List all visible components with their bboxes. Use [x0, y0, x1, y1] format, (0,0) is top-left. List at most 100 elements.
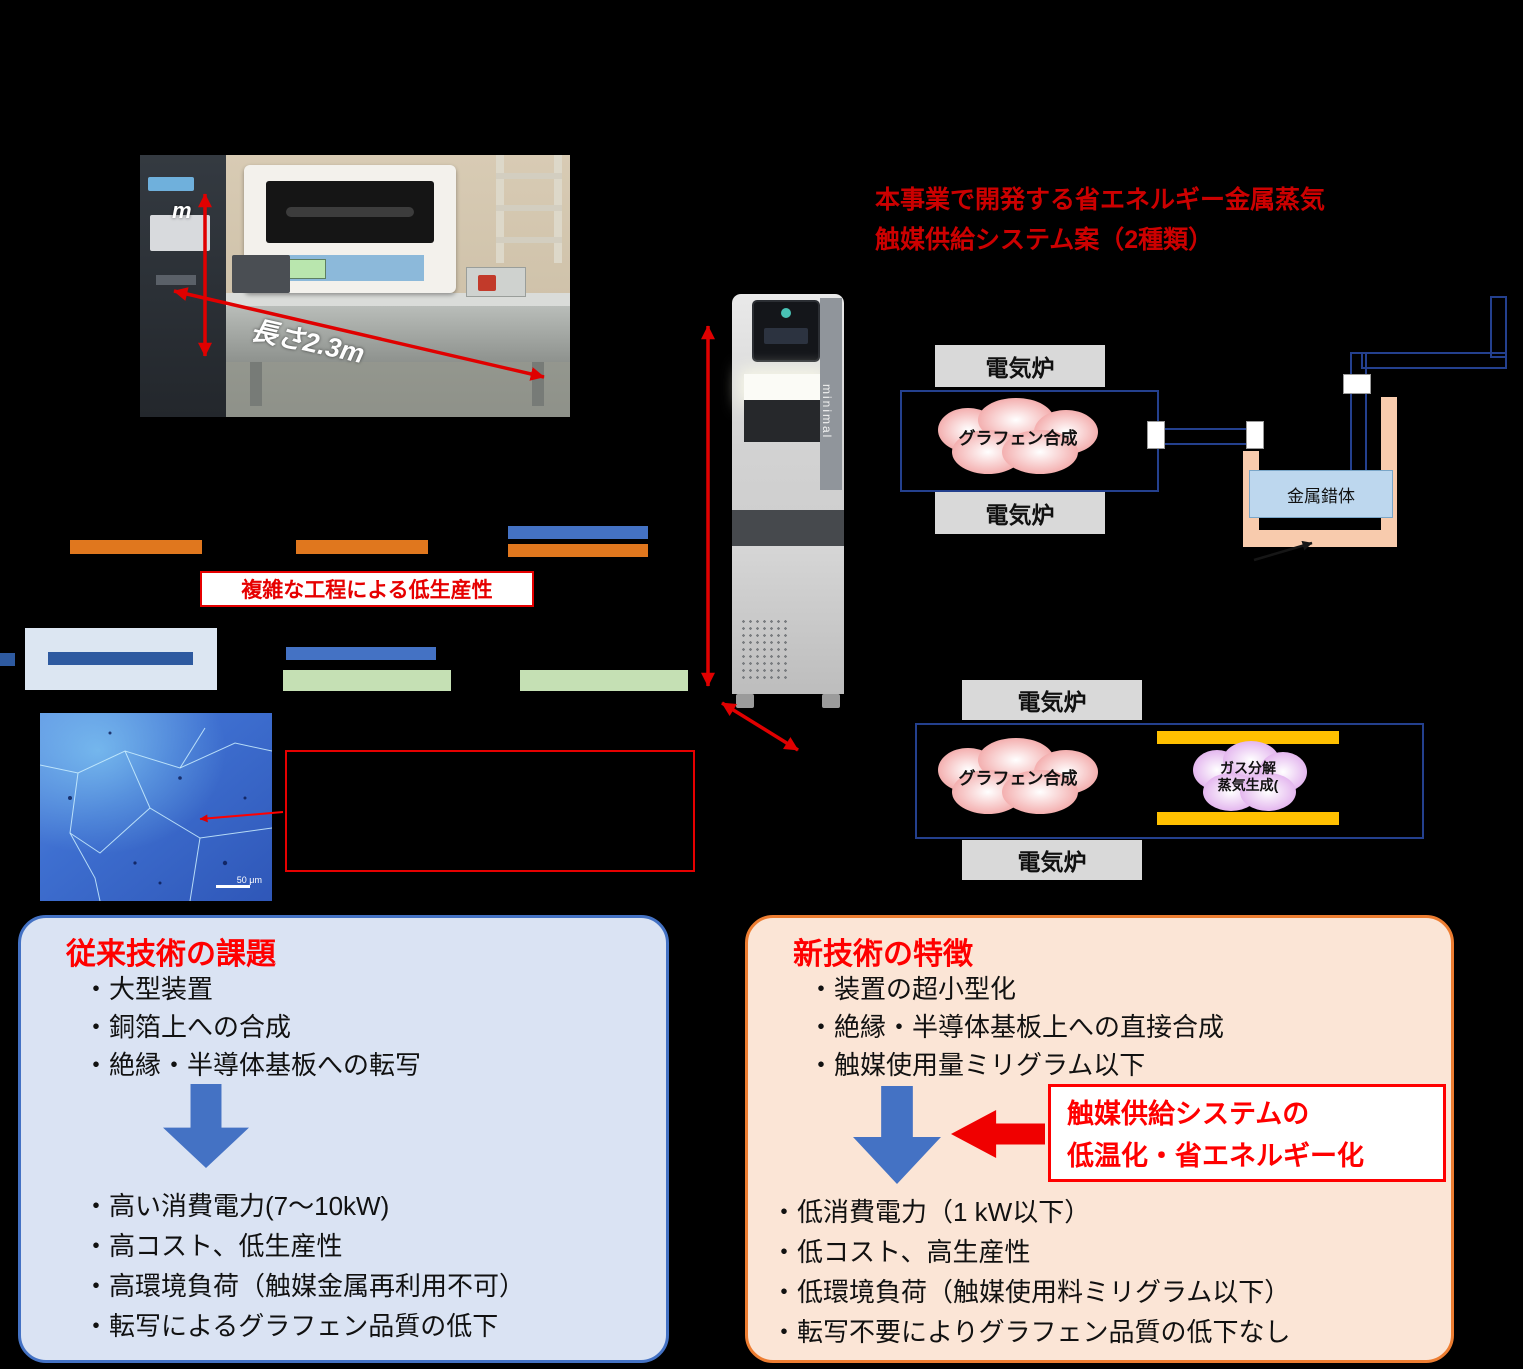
graphene-synthesis-cloud-1: グラフェン合成 [928, 396, 1108, 480]
rack-detail [148, 177, 194, 191]
metal-complex-label: 金属錯体 [1287, 486, 1355, 506]
ladder [496, 237, 562, 243]
cloud-label: グラフェン合成 [958, 768, 1078, 788]
process-bar-graphene [508, 526, 648, 539]
cloud-label: グラフェン合成 [958, 428, 1078, 448]
furnace-front-panel [266, 181, 434, 243]
catalyst-callout-box: 触媒供給システムの 低温化・省エネルギー化 [1048, 1084, 1446, 1182]
furnace-slot [286, 207, 414, 217]
furnace-label-top-2: 電気炉 [962, 680, 1142, 720]
furnace-label-bottom-2: 電気炉 [962, 840, 1142, 880]
legacy-results-list: ・高い消費電力(7～10kW) ・高コスト、低生産性 ・高環境負荷（触媒金属再利… [83, 1186, 525, 1346]
annotation-box [285, 750, 695, 872]
machine-lit-shelf [744, 374, 822, 400]
pipe-connector [1246, 421, 1264, 449]
cloud-label: ガス分解 蒸気生成( [1183, 734, 1313, 820]
list-item: ・転写によるグラフェン品質の低下 [83, 1311, 499, 1341]
list-item: ・低コスト、高生産性 [771, 1237, 1031, 1267]
legacy-tech-panel: 従来技術の課題 ・大型装置 ・銅箔上への合成 ・絶縁・半導体基板への転写 ・高い… [18, 915, 669, 1363]
micrograph-scale-label: 50 μm [236, 875, 262, 885]
gas-pipe [1490, 296, 1507, 358]
cloud-shape [1193, 741, 1307, 811]
furnace-label-bottom-1: 電気炉 [935, 492, 1105, 534]
cloud-shape [938, 398, 1098, 474]
bench-box [466, 267, 526, 297]
machine-foot [822, 694, 840, 708]
list-item: ・大型装置 [83, 974, 214, 1004]
machine-screen-content [764, 328, 808, 344]
pipe-connector [1147, 421, 1165, 449]
process-bar-graphene [286, 647, 436, 660]
proposal-title: 本事業で開発する省エネルギー金属蒸気 触媒供給システム案（2種類） [875, 180, 1475, 260]
machine-logo-icon [781, 308, 791, 318]
bath-bottom [1243, 530, 1397, 547]
list-item: ・低消費電力（1 kW以下） [771, 1197, 1091, 1227]
graphene-synthesis-cloud-2: グラフェン合成 [928, 736, 1108, 820]
list-item: ・低環境負荷（触媒使用料ミリグラム以下） [771, 1277, 1291, 1307]
proposal-title-line2: 触媒供給システム案（2種類） [875, 226, 1214, 254]
furnace-label-text: 電気炉 [985, 502, 1055, 528]
ladder [496, 205, 562, 211]
callout-line2: 低温化・省エネルギー化 [1067, 1141, 1364, 1171]
gas-pipe [1361, 352, 1507, 369]
decompose-line2: 蒸気生成( [1217, 777, 1279, 793]
gas-decomposition-cloud: ガス分解 蒸気生成( [1183, 734, 1313, 820]
left-arrow-icon [951, 1110, 1045, 1158]
metal-complex-box: 金属錯体 [1249, 470, 1393, 518]
machine-vent [740, 618, 790, 680]
bench-leg [250, 362, 262, 406]
machine-brand-text: minimal [820, 384, 834, 440]
machine-foot [736, 694, 754, 708]
process-bar-copper [70, 540, 202, 554]
machine-screen [752, 300, 820, 362]
process-bar-film [48, 652, 193, 665]
list-item: ・銅箔上への合成 [83, 1012, 292, 1042]
height-dimension-label: m [172, 198, 192, 223]
machine-band [732, 510, 844, 546]
pipe-connector [1343, 374, 1371, 394]
proposal-title-line1: 本事業で開発する省エネルギー金属蒸気 [875, 186, 1326, 214]
process-bar-copper [296, 540, 428, 554]
process-bar-copper [508, 544, 648, 557]
process-bar-substrate [283, 670, 451, 691]
callout-line1: 触媒供給システムの [1067, 1099, 1310, 1129]
list-item: ・転写不要によりグラフェン品質の低下なし [771, 1317, 1291, 1347]
list-item: ・絶縁・半導体基板上への直接合成 [808, 1012, 1225, 1042]
instrument-rack [140, 155, 226, 417]
furnace-control-strip [272, 255, 424, 281]
machine-side-panel [820, 298, 842, 490]
process-caption-box: 複雑な工程による低生産性 [200, 571, 534, 607]
list-item: ・高コスト、低生産性 [83, 1231, 343, 1261]
metal-complex-bath: 金属錯体 [1243, 395, 1397, 547]
machine-chamber [744, 400, 822, 442]
ladder [496, 173, 562, 179]
graphene-micrograph: 50 μm [39, 713, 273, 902]
process-caption-text: 複雑な工程による低生産性 [241, 579, 493, 602]
furnace-label-text: 電気炉 [1017, 849, 1087, 875]
compact-machine-photo: minimal [700, 288, 880, 728]
list-item: ・装置の超小型化 [808, 974, 1017, 1004]
new-tech-panel: 新技術の特徴 ・装置の超小型化 ・絶縁・半導体基板上への直接合成 ・触媒使用量ミ… [745, 915, 1454, 1363]
process-bar-fragment [0, 653, 15, 666]
furnace-label-text: 電気炉 [985, 355, 1055, 381]
furnace-label-text: 電気炉 [1017, 689, 1087, 715]
lab-equipment-photo [140, 155, 570, 417]
down-arrow-icon [853, 1086, 941, 1184]
down-arrow-icon [163, 1084, 249, 1168]
legacy-panel-title: 従来技術の課題 [66, 938, 276, 971]
list-item: ・高い消費電力(7～10kW) [83, 1191, 390, 1221]
legacy-issues-list: ・大型装置 ・銅箔上への合成 ・絶縁・半導体基板への転写 [83, 970, 421, 1084]
list-item: ・高環境負荷（触媒金属再利用不可） [83, 1271, 526, 1301]
micrograph-image [39, 713, 273, 902]
bench-instrument [232, 255, 290, 293]
process-bar-substrate [520, 670, 688, 691]
furnace-label-top-1: 電気炉 [935, 345, 1105, 387]
new-features-list: ・装置の超小型化 ・絶縁・半導体基板上への直接合成 ・触媒使用量ミリグラム以下 [808, 970, 1224, 1084]
cvd-furnace [244, 165, 456, 293]
bench-leg [532, 362, 544, 406]
cloud-shape [938, 738, 1098, 814]
decompose-line1: ガス分解 [1219, 760, 1276, 776]
heater-bar-bottom [1157, 812, 1339, 825]
rack-detail [156, 275, 196, 285]
list-item: ・触媒使用量ミリグラム以下 [808, 1050, 1146, 1080]
